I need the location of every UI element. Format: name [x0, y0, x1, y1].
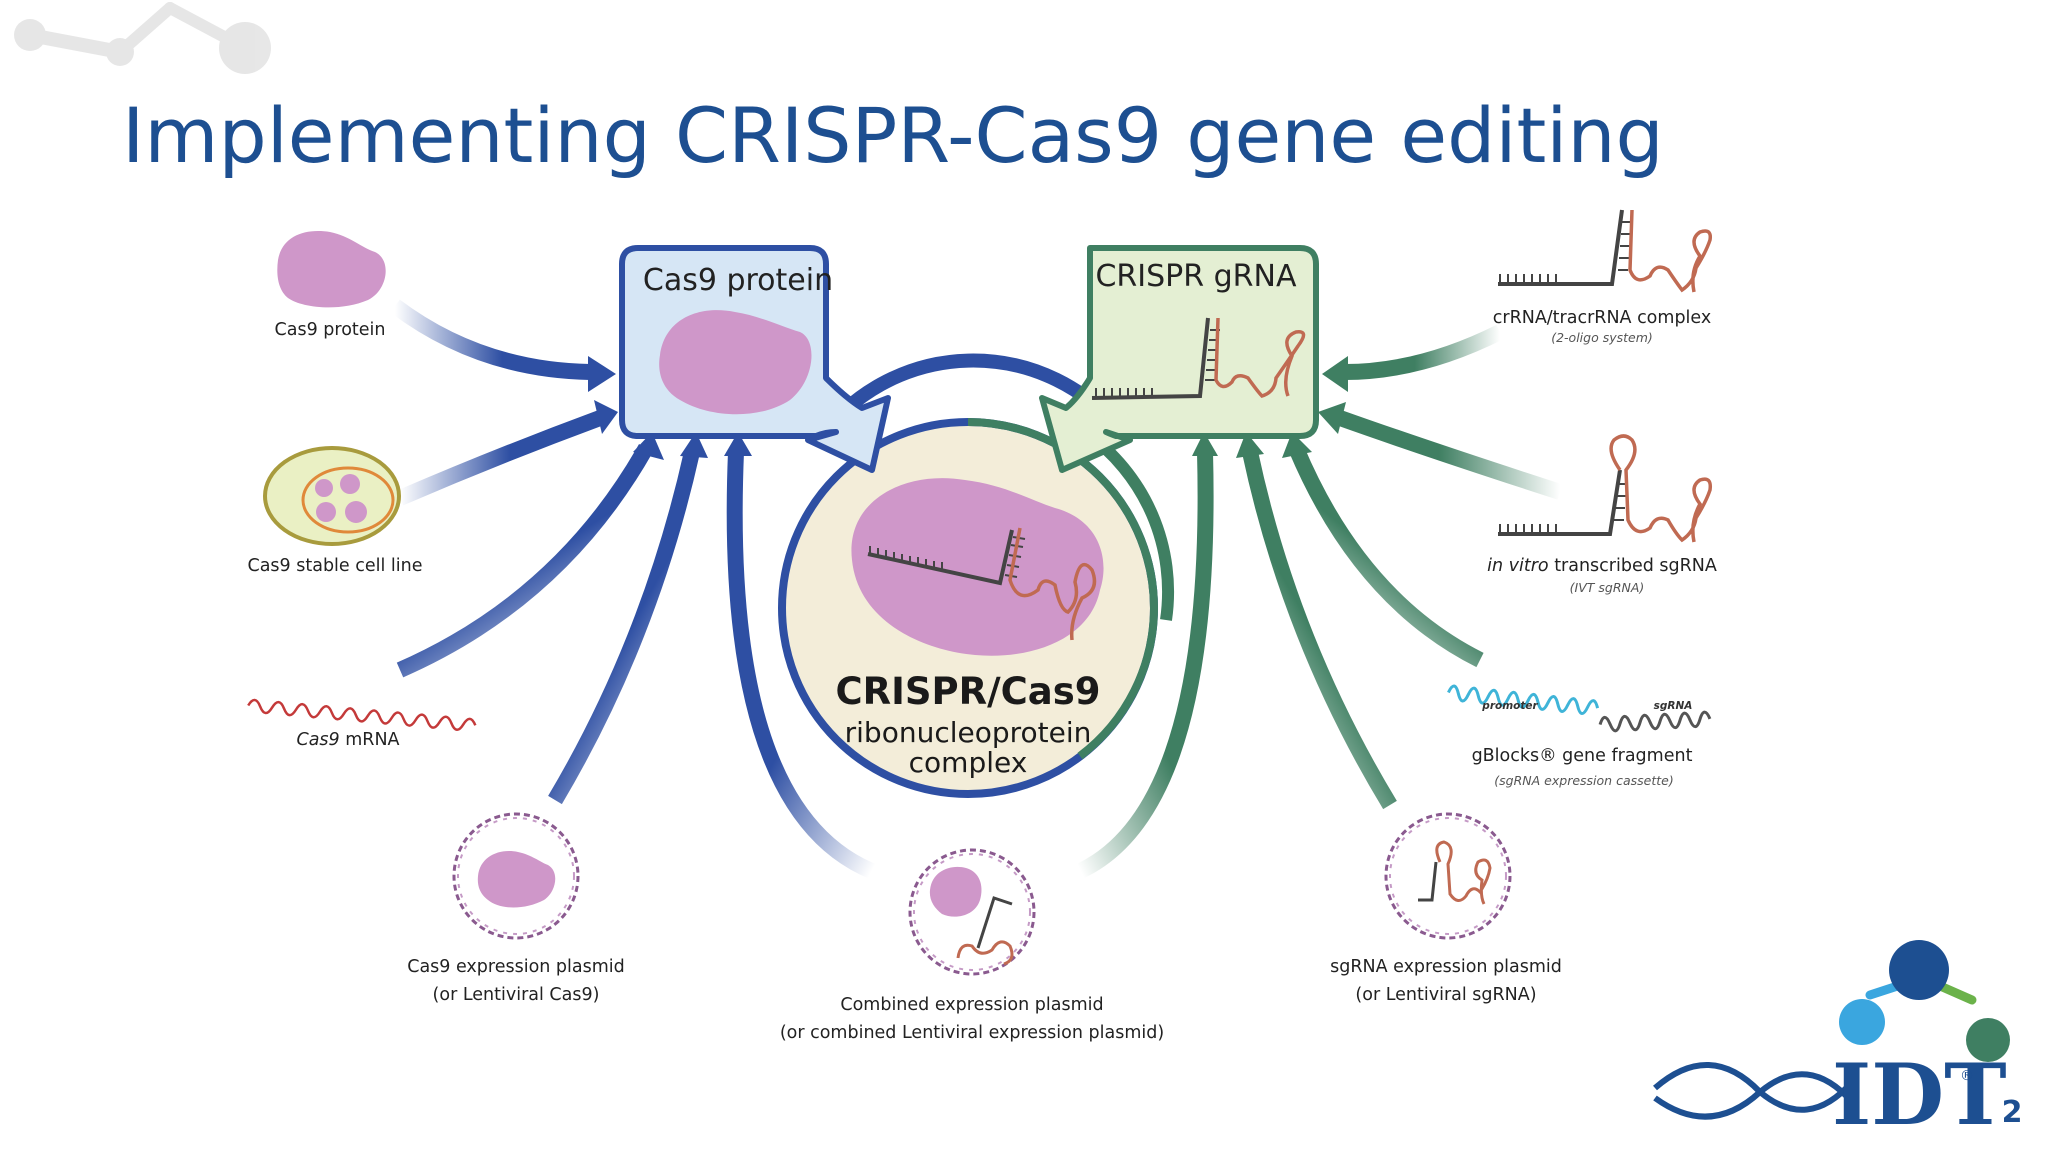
cas9-source-arrows — [390, 299, 902, 888]
gblocks-source-label: gBlocks® gene fragment — [1472, 746, 1693, 766]
mrna-icon — [247, 698, 477, 731]
molecule-decoration-icon — [14, 2, 271, 74]
promoter-label: promoter — [1481, 700, 1538, 712]
sgrna-plasmid-label-2: (or Lentiviral sgRNA) — [1355, 985, 1536, 1005]
cas9-protein-box: Cas9 protein — [619, 245, 891, 473]
cas9-protein-box-label: Cas9 protein — [643, 263, 833, 298]
cell-line-icon — [263, 446, 401, 546]
cas9-plasmid-icon — [452, 812, 580, 940]
grna-icon — [1091, 317, 1306, 400]
crispr-grna-box-label: CRISPR gRNA — [1095, 259, 1296, 294]
idt-logo: IDT ® — [1653, 940, 2010, 1144]
crrna-tracrrna-icon — [1498, 209, 1713, 293]
gblocks-icon: promoter sgRNA — [1447, 684, 1712, 733]
complex-source-sublabel: (2-oligo system) — [1551, 330, 1653, 345]
center-line1: ribonucleoprotein — [845, 716, 1092, 749]
center-line2: complex — [909, 746, 1028, 779]
cas9-plasmid-label-2: (or Lentiviral Cas9) — [433, 985, 600, 1005]
mrna-source-label: Cas9 mRNA — [296, 730, 399, 750]
cas9-protein-icon — [277, 231, 386, 308]
combined-plasmid-label-2: (or combined Lentiviral expression plasm… — [780, 1023, 1164, 1043]
sgrna-plasmid-label-1: sgRNA expression plasmid — [1330, 957, 1562, 977]
ivt-source-label: in vitro transcribed sgRNA — [1487, 556, 1717, 576]
idt-logo-text: IDT — [1832, 1045, 2007, 1144]
sgrna-label: sgRNA — [1654, 700, 1693, 712]
ivt-sgrna-icon — [1498, 434, 1713, 543]
gblocks-source-sublabel: (sgRNA expression cassette) — [1494, 773, 1673, 788]
cas9-plasmid-label-1: Cas9 expression plasmid — [407, 957, 625, 977]
ivt-source-sublabel: (IVT sgRNA) — [1570, 580, 1645, 595]
idt-logo-mark: ® — [1960, 1068, 1974, 1084]
center-title: CRISPR/Cas9 — [835, 670, 1100, 713]
page-number: 2 — [2002, 1095, 2023, 1130]
sgrna-plasmid-icon — [1384, 812, 1512, 940]
grna-in-complex-icon — [867, 527, 1097, 641]
complex-source-label: crRNA/tracrRNA complex — [1493, 308, 1711, 328]
cas9-protein-icon — [659, 310, 812, 415]
combined-plasmid-label-1: Combined expression plasmid — [840, 995, 1103, 1015]
page-title: Implementing CRISPR-Cas9 gene editing — [122, 91, 1664, 180]
grna-source-arrows — [1052, 324, 1563, 888]
cas9-protein-source-label: Cas9 protein — [275, 320, 386, 340]
cell-line-source-label: Cas9 stable cell line — [247, 556, 422, 576]
cas9-protein-icon — [851, 478, 1104, 656]
crispr-grna-box: CRISPR gRNA — [1039, 245, 1319, 473]
combined-plasmid-icon — [908, 848, 1036, 976]
